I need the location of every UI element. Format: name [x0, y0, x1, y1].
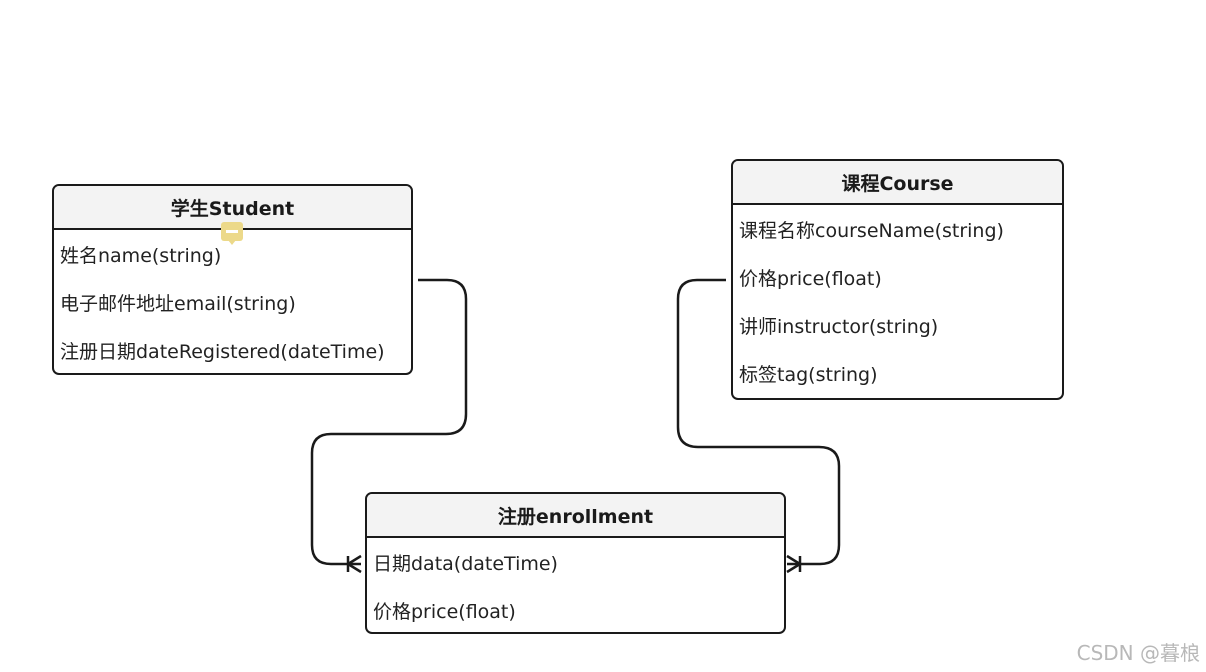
entity-field-price[interactable]: 价格price(float) — [739, 267, 882, 290]
enrollment-entity[interactable]: 注册enrollment 日期data(dateTime) 价格price(fl… — [365, 492, 786, 634]
entity-field-course-name[interactable]: 课程名称courseName(string) — [739, 219, 1004, 242]
student-enrollment-connector[interactable] — [310, 278, 468, 566]
entity-field-tag[interactable]: 标签tag(string) — [739, 363, 878, 386]
entity-title: 课程Course — [733, 161, 1062, 205]
student-enrollment-crowsfoot — [346, 554, 362, 574]
entity-title: 注册enrollment — [367, 494, 784, 538]
entity-field-date[interactable]: 日期data(dateTime) — [373, 552, 558, 575]
entity-field-email[interactable]: 电子邮件地址email(string) — [60, 292, 296, 315]
course-enrollment-connector[interactable] — [676, 278, 841, 566]
entity-field-date-registered[interactable]: 注册日期dateRegistered(dateTime) — [60, 340, 385, 363]
comment-icon[interactable] — [221, 222, 243, 245]
entity-field-instructor[interactable]: 讲师instructor(string) — [739, 315, 939, 338]
student-entity[interactable]: 学生Student 姓名name(string) 电子邮件地址email(str… — [52, 184, 413, 375]
entity-field-name[interactable]: 姓名name(string) — [60, 244, 222, 267]
entity-field-price[interactable]: 价格price(float) — [373, 600, 516, 623]
course-enrollment-crowsfoot — [786, 554, 802, 574]
course-entity[interactable]: 课程Course 课程名称courseName(string) 价格price(… — [731, 159, 1064, 400]
watermark-text: CSDN @暮桹 — [1076, 641, 1200, 665]
